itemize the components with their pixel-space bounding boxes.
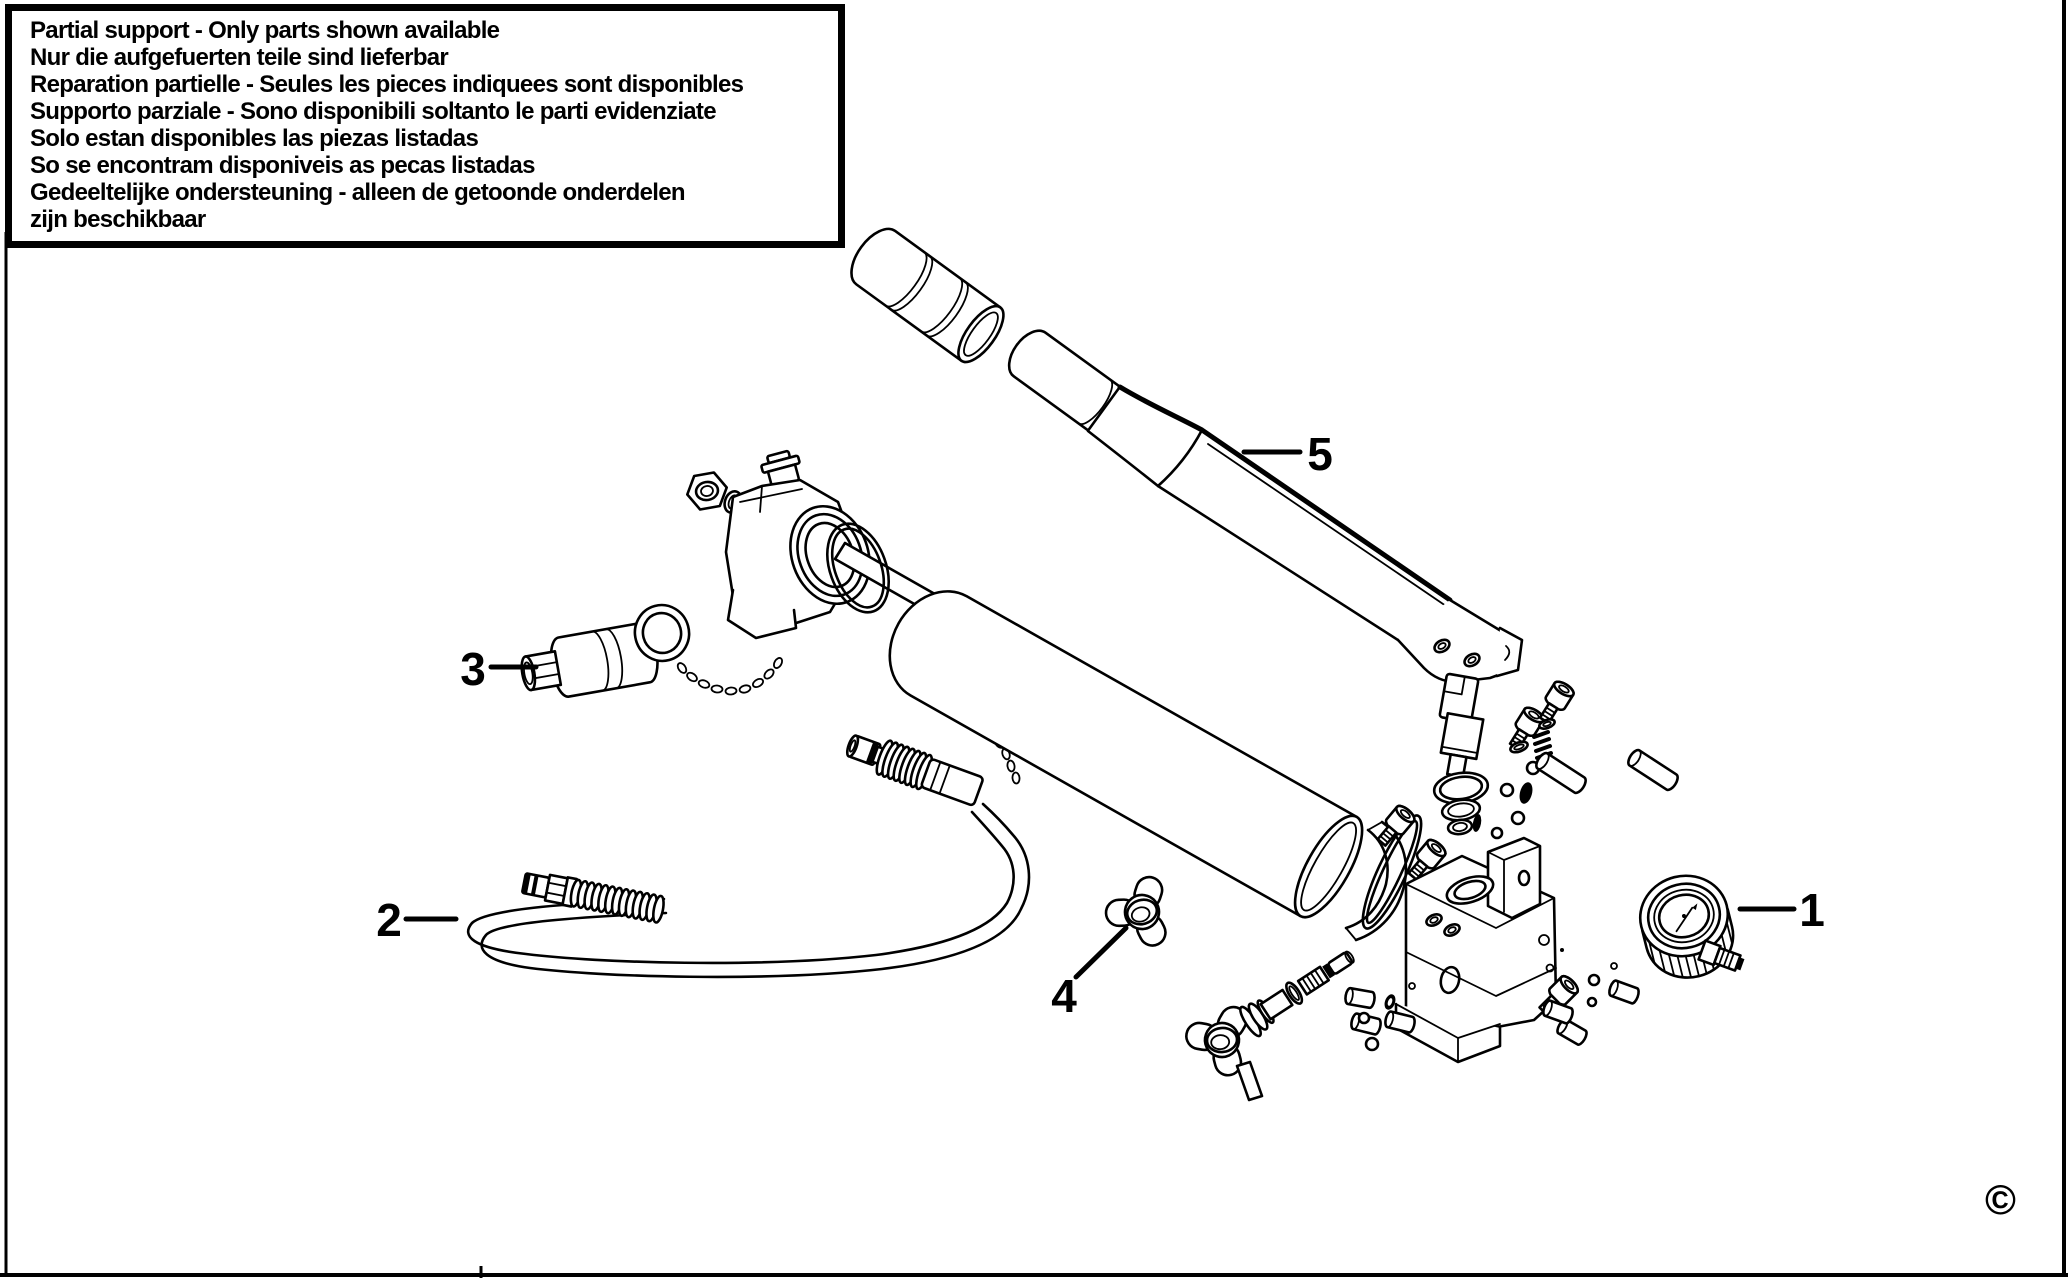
pump-body-drawing xyxy=(1343,836,1642,1064)
callout-5-label: 5 xyxy=(1307,428,1333,480)
callout-4: 4 xyxy=(1051,925,1129,1022)
callout-3-label: 3 xyxy=(460,643,486,695)
cylinder-tube-drawing xyxy=(888,590,1450,942)
callout-2-label: 2 xyxy=(376,894,402,946)
notice-line-fr: Reparation partielle - Seules les pieces… xyxy=(30,71,744,98)
notice-line-en: Partial support - Only parts shown avail… xyxy=(30,17,500,44)
piston-and-hardware-drawing xyxy=(1432,672,1682,840)
notice-line-pt: So se encontram disponiveis as pecas lis… xyxy=(30,152,535,179)
notice-line-nl-2: zijn beschikbaar xyxy=(30,206,206,233)
quick-coupler-drawing xyxy=(520,603,785,698)
pump-handle-drawing xyxy=(850,227,1524,684)
copyright-symbol: © xyxy=(1985,1176,2016,1223)
notice-line-it: Supporto parziale - Sono disponibili sol… xyxy=(30,98,717,125)
pressure-gauge-drawing xyxy=(1638,874,1745,979)
wing-knob-drawing xyxy=(1098,868,1355,1102)
callout-3: 3 xyxy=(460,643,539,695)
callout-4-label: 4 xyxy=(1051,970,1077,1022)
notice-line-nl-1: Gedeeltelijke ondersteuning - alleen de … xyxy=(30,179,686,206)
callout-1: 1 xyxy=(1737,884,1825,936)
partial-support-notice-box: Partial support - Only parts shown avail… xyxy=(5,4,845,248)
callout-2: 2 xyxy=(376,894,459,946)
notice-line-es: Solo estan disponibles las piezas listad… xyxy=(30,125,479,152)
callout-1-label: 1 xyxy=(1799,884,1825,936)
notice-line-de: Nur die aufgefuerten teile sind lieferba… xyxy=(30,44,449,71)
callout-5: 5 xyxy=(1241,428,1333,480)
callout-4-leader-line xyxy=(1073,925,1129,980)
hydraulic-hose-drawing xyxy=(466,733,1031,979)
